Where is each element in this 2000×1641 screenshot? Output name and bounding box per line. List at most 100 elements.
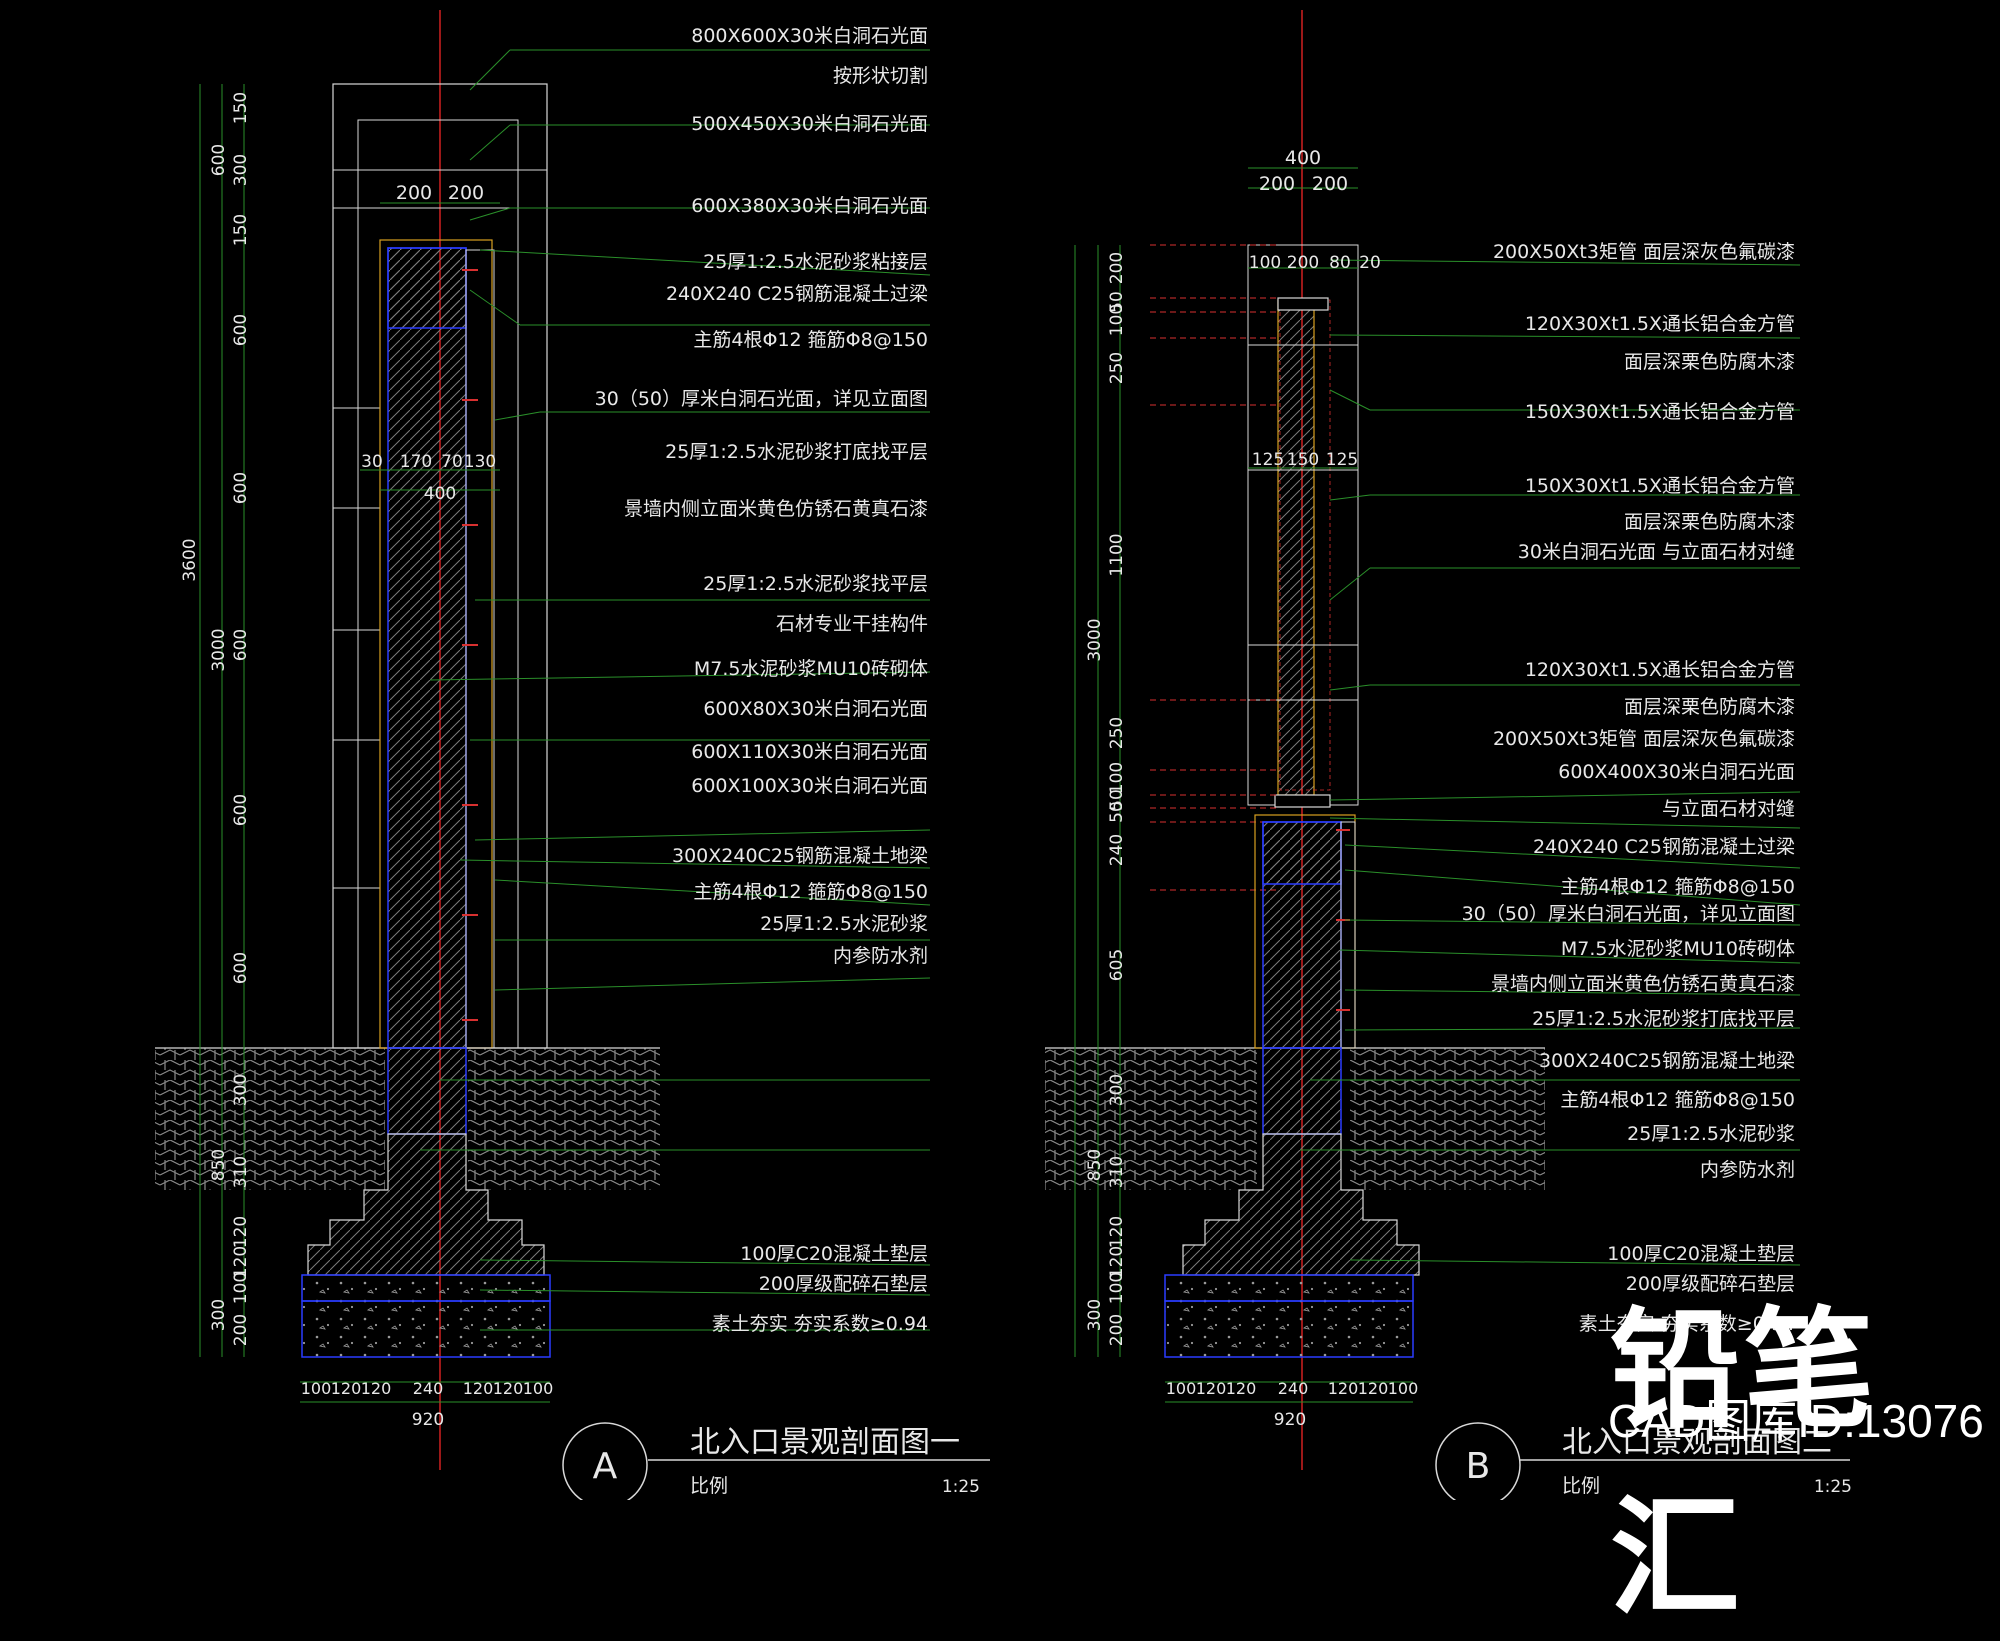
annotation-a: 100厚C20混凝土垫层	[740, 1243, 928, 1265]
annotation-a: 240X240 C25钢筋混凝土过梁	[666, 283, 928, 305]
section-a	[155, 10, 990, 1500]
dimension-a: 600	[231, 629, 251, 661]
annotation-b: 200X50Xt3矩管 面层深灰色氟碳漆	[1493, 728, 1795, 750]
soil-right-b	[1350, 1048, 1545, 1190]
section-marker-a: A	[593, 1446, 618, 1487]
dimension-b: 120	[1226, 1379, 1257, 1398]
section-b	[1045, 10, 1850, 1500]
dimension-a: 120	[493, 1379, 524, 1398]
dimension-a: 850	[209, 1149, 229, 1181]
dimension-b: 850	[1085, 1149, 1105, 1181]
dimension-b: 200	[1107, 252, 1127, 284]
annotation-a: 30（50）厚米白洞石光面，详见立面图	[595, 388, 928, 410]
annotation-b: 120X30Xt1.5X通长铝合金方管	[1525, 313, 1795, 335]
footing-b	[1182, 1133, 1420, 1276]
scale-label-b: 比例	[1562, 1475, 1600, 1497]
annotation-b: 200厚级配碎石垫层	[1626, 1273, 1795, 1295]
dimension-a: 600	[231, 952, 251, 984]
dimension-a: 120	[463, 1379, 494, 1398]
annotation-a: 内参防水剂	[833, 945, 928, 967]
ground-beam-a	[387, 1047, 467, 1135]
section-title-a: 北入口景观剖面图一	[690, 1425, 960, 1460]
dimension-a: 100	[231, 1272, 251, 1304]
annotation-a: 25厚1:2.5水泥砂浆打底找平层	[665, 441, 928, 463]
annotation-b: 150X30Xt1.5X通长铝合金方管	[1525, 401, 1795, 423]
dimension-a: 70	[441, 452, 463, 472]
annotation-b: 主筋4根Φ12 箍筋Φ8@150	[1560, 876, 1795, 898]
annotation-a: 500X450X30米白洞石光面	[691, 113, 928, 135]
dimension-a: 200	[396, 182, 432, 204]
dimension-b: 300	[1085, 1299, 1105, 1331]
dimension-a: 600	[231, 794, 251, 826]
dimension-a: 200	[231, 1314, 251, 1346]
dimension-b: 310	[1107, 1156, 1127, 1188]
dimension-b: 250	[1107, 352, 1127, 384]
section-marker-circle-b	[1435, 1422, 1521, 1500]
annotation-a: 主筋4根Φ12 箍筋Φ8@150	[693, 329, 928, 351]
red-dash-lines-b	[1150, 244, 1280, 891]
dimension-b: 605	[1107, 949, 1127, 981]
dimension-a: 240	[413, 1379, 444, 1398]
wall-body-a	[387, 247, 467, 1049]
lintel-b	[1262, 821, 1342, 885]
dimension-a: 300	[231, 154, 251, 186]
dimension-b: 100	[1166, 1379, 1197, 1398]
dimension-a: 100	[301, 1379, 332, 1398]
concrete-pad-b	[1164, 1274, 1414, 1302]
dimension-a: 170	[400, 452, 432, 472]
dimension-b: 200	[1287, 253, 1319, 273]
dimension-lines-b	[1074, 167, 1413, 1403]
dimension-b: 100	[1249, 253, 1281, 273]
annotation-b: 200X50Xt3矩管 面层深灰色氟碳漆	[1493, 241, 1795, 263]
section-marker-circle-a	[562, 1422, 648, 1500]
annotation-a: 600X100X30米白洞石光面	[691, 775, 928, 797]
annotation-b: M7.5水泥砂浆MU10砖砌体	[1561, 938, 1795, 960]
annotation-a: 25厚1:2.5水泥砂浆找平层	[703, 573, 928, 595]
annotation-a: 按形状切割	[833, 65, 928, 87]
dimension-a: 600	[231, 314, 251, 346]
dimension-b: 20	[1359, 253, 1381, 273]
dimension-b-total: 400	[1285, 147, 1321, 169]
dimension-b: 200	[1312, 173, 1348, 195]
dimension-a-total: 3600	[180, 538, 200, 581]
scale-value-a: 1:25	[942, 1477, 980, 1497]
annotation-a: 600X110X30米白洞石光面	[691, 741, 928, 763]
dimension-a: 120	[231, 1246, 251, 1278]
dimension-a: 120	[231, 1216, 251, 1248]
dimension-b: 120	[1107, 1246, 1127, 1278]
soil-left-b	[1045, 1048, 1257, 1190]
annotation-a: 主筋4根Φ12 箍筋Φ8@150	[693, 881, 928, 903]
dimension-b: 50	[1107, 291, 1127, 313]
dimension-b: 80	[1329, 253, 1351, 273]
dimension-b: 1100	[1107, 533, 1127, 576]
dimension-a: 400	[424, 484, 456, 504]
dimension-a: 600	[231, 472, 251, 504]
dimension-b: 200	[1107, 1314, 1127, 1346]
dimension-b: 125	[1252, 450, 1284, 470]
leader-lines-b	[1300, 259, 1801, 1266]
scale-value-b: 1:25	[1814, 1477, 1852, 1497]
dimension-b: 3000	[1085, 618, 1105, 661]
dimension-a: 30	[361, 452, 383, 472]
watermark-id: CAD图库ID:13076	[1608, 1395, 1984, 1447]
top-cap-b	[1277, 297, 1329, 311]
dimension-a: 130	[464, 452, 496, 472]
dimension-b: 100	[1107, 1272, 1127, 1304]
dimension-b: 200	[1259, 173, 1295, 195]
dimension-a: 310	[231, 1156, 251, 1188]
dimension-b: 120	[1196, 1379, 1227, 1398]
dimension-b: 250	[1107, 717, 1127, 749]
dimension-a: 150	[231, 214, 251, 246]
annotation-a: 600X380X30米白洞石光面	[691, 195, 928, 217]
annotation-b: 150X30Xt1.5X通长铝合金方管	[1525, 475, 1795, 497]
annotation-a: M7.5水泥砂浆MU10砖砌体	[694, 658, 928, 680]
dimension-a: 200	[448, 182, 484, 204]
dimension-b: 120	[1107, 1216, 1127, 1248]
anchors-a	[462, 269, 478, 1021]
annotation-b: 素土夯实 夯实系数≥0.94	[1579, 1313, 1795, 1335]
annotation-a: 景墙内侧立面米黄色仿锈石黄真石漆	[624, 498, 928, 520]
annotation-a: 素土夯实 夯实系数≥0.94	[712, 1313, 928, 1335]
annotation-b: 与立面石材对缝	[1662, 798, 1795, 820]
dimension-b: 100	[1107, 304, 1127, 336]
dimension-b: 240	[1278, 1379, 1309, 1398]
